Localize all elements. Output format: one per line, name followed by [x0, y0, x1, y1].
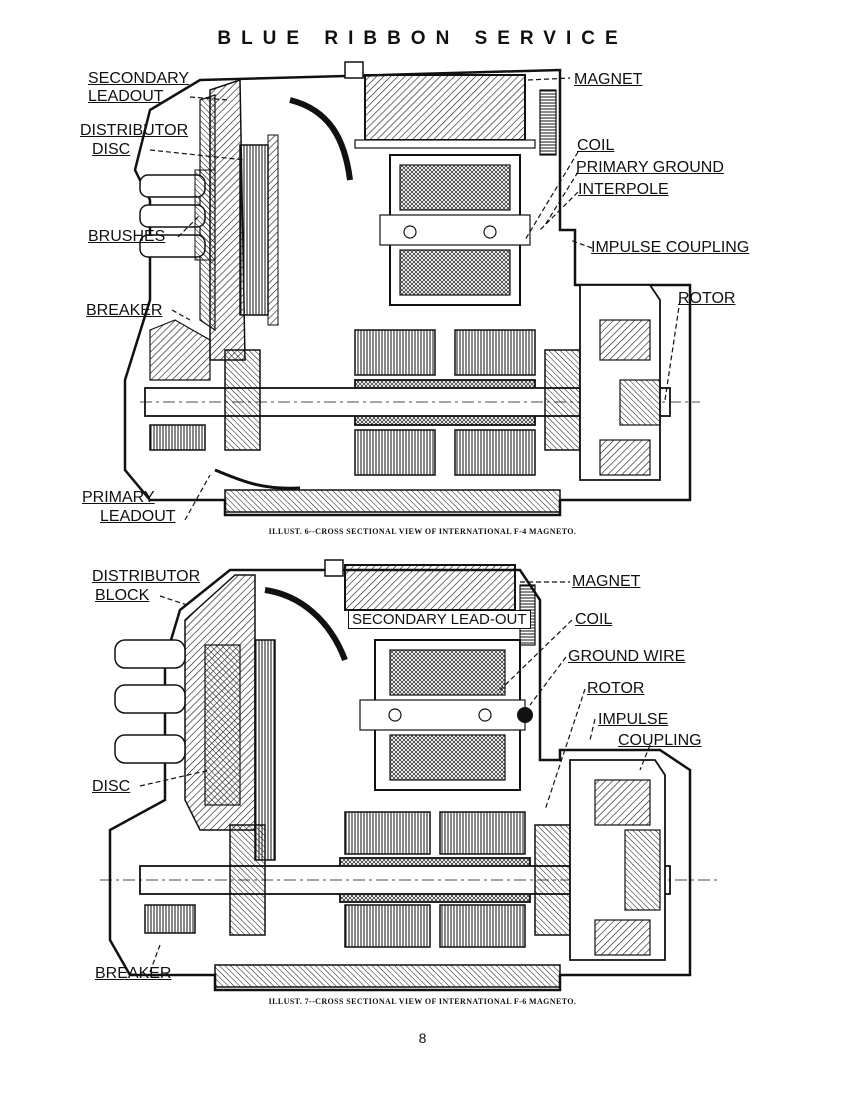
page-header: BLUE RIBBON SERVICE: [217, 28, 628, 49]
label-magnet: MAGNET: [574, 71, 643, 88]
label-magnet-2: MAGNET: [572, 573, 641, 590]
label-primary-leadout: LEADOUT: [100, 508, 176, 525]
label-block: BLOCK: [95, 587, 150, 604]
label-impulse-coupling: IMPULSE COUPLING: [591, 239, 750, 256]
figure1-drawing: [123, 61, 700, 521]
label-rotor-2: ROTOR: [587, 680, 645, 697]
label-disc-2: DISC: [92, 778, 131, 795]
label-disc: DISC: [92, 141, 131, 158]
label-ground-wire: GROUND WIRE: [568, 648, 686, 665]
label-primary: PRIMARY: [82, 489, 155, 506]
label-coil: COIL: [577, 137, 615, 154]
label-breaker-2: BREAKER: [95, 965, 172, 982]
label-distributor: DISTRIBUTOR: [80, 122, 189, 139]
label-breaker: BREAKER: [86, 302, 163, 319]
label-secondary: SECONDARY: [88, 70, 190, 87]
label-coupling: COUPLING: [618, 732, 702, 749]
label-secondary-leadout-2: SECONDARY LEAD-OUT: [348, 610, 531, 629]
label-brushes: BRUSHES: [88, 228, 166, 245]
figure1-caption: ILLUST. 6--CROSS SECTIONAL VIEW OF INTER…: [268, 527, 577, 536]
label-impulse: IMPULSE: [598, 711, 669, 728]
label-primary-ground: PRIMARY GROUND: [576, 159, 724, 176]
figure2-drawing: [100, 559, 720, 992]
page-number: 8: [418, 1030, 427, 1046]
label-interpole: INTERPOLE: [578, 181, 669, 198]
label-coil-2: COIL: [575, 611, 613, 628]
figure2-caption: ILLUST. 7--CROSS SECTIONAL VIEW OF INTER…: [268, 997, 577, 1006]
label-secondary-leadout: LEADOUT: [88, 88, 164, 105]
label-distributor-2: DISTRIBUTOR: [92, 568, 201, 585]
label-rotor: ROTOR: [678, 290, 736, 307]
